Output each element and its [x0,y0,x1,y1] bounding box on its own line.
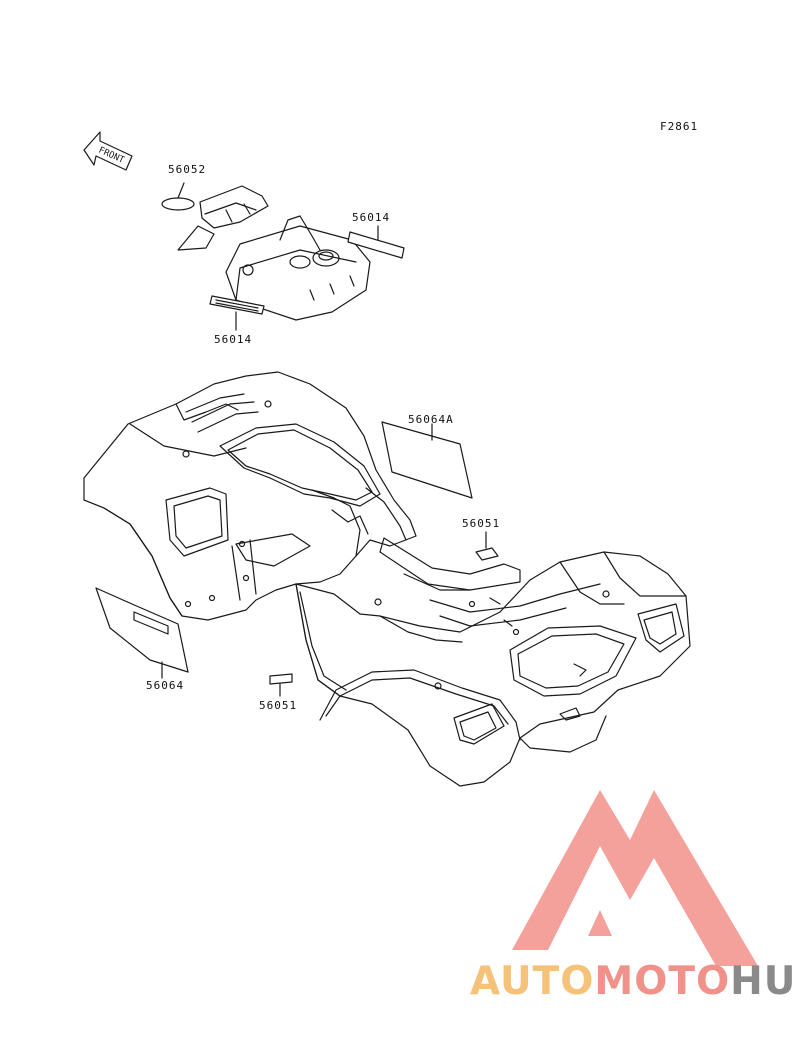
callout-56014-emblem: 56014 [214,333,253,346]
meter-cover [225,215,371,321]
automotohub-watermark: AUTOMOTOHUB [470,960,800,1004]
callout-56014-strip: 56014 [352,211,391,224]
callout-56064a: 56064A [408,413,454,426]
watermark-hub: HUB [730,959,800,1004]
callout-56051-left: 56051 [259,699,298,712]
meter-cover-bracket [177,185,269,251]
watermark-moto: MOTO [594,959,731,1004]
decal-56052-oval [161,197,195,211]
decal-56051-left [269,673,293,685]
front-arrow-icon: FRONT [83,131,133,171]
decal-56014-emblem [209,295,265,315]
decal-56051-right [475,547,499,561]
callout-56064: 56064 [146,679,185,692]
figure-code: F2861 [660,120,699,133]
callout-56051-right: 56051 [462,517,501,530]
front-fender [83,371,417,621]
rear-fender [295,537,691,787]
callout-56052: 56052 [168,163,207,176]
automotohub-logo-icon [512,790,758,966]
decal-56064 [95,587,189,673]
decal-56064a [381,421,473,499]
watermark-auto: AUTO [470,959,595,1004]
decal-56014-strip [347,231,405,259]
leader-56052 [177,182,185,199]
